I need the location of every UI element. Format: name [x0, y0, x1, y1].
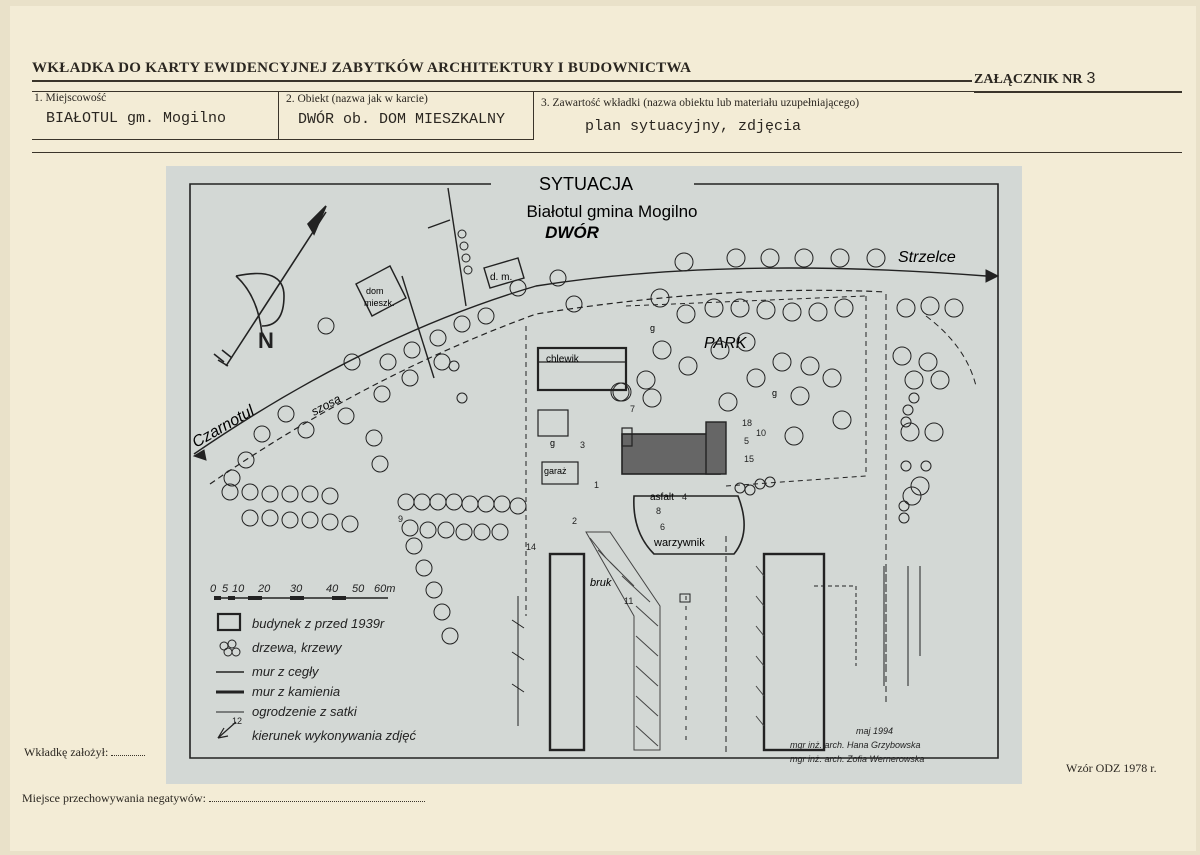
scale-tick: 0 [210, 583, 217, 595]
scale-bar: 0 5 10 20 30 40 50 60m [210, 583, 395, 600]
photo-number: 10 [756, 428, 766, 438]
site-plan-photo: SYTUACJA Białotul gmina Mogilno DWÓR N S… [166, 166, 1022, 784]
legend: budynek z przed 1939r drzewa, krzewy mur… [216, 612, 417, 743]
park-trees [610, 288, 964, 506]
label-dom-2: mieszk. [364, 298, 395, 308]
legend-item: drzewa, krzewy [252, 640, 343, 655]
photo-number: 15 [744, 454, 754, 464]
scale-tick: 30 [290, 583, 303, 595]
photo-number: 9 [398, 514, 403, 524]
paved-areas [585, 531, 765, 751]
annex-label: ZAŁĄCZNIK NR [974, 72, 1083, 87]
fields-bottom-rule [32, 152, 1182, 153]
label-warzywnik: warzywnik [653, 537, 705, 549]
field2-value: DWÓR ob. DOM MIESZKALNY [298, 111, 506, 128]
main-road [192, 267, 1000, 485]
label-dom-1: dom [366, 286, 384, 296]
signature-date: maj 1994 [856, 726, 893, 736]
photo-number: 2 [572, 516, 577, 526]
field1-value: BIAŁOTUL gm. Mogilno [46, 110, 227, 127]
photo-number: 11 [624, 596, 633, 606]
scale-tick: 5 [222, 583, 229, 595]
legend-trees-icon [219, 639, 241, 657]
form-pattern: Wzór ODZ 1978 r. [1066, 761, 1157, 775]
legend-item: kierunek wykonywania zdjęć [252, 728, 417, 743]
header-rule-right [974, 91, 1182, 93]
road-label-east: Strzelce [898, 249, 956, 266]
cell-divider-2 [533, 91, 534, 139]
scale-tick: 40 [326, 583, 339, 595]
cell-bottom-2 [278, 139, 534, 140]
legend-building-icon [216, 612, 242, 632]
label-dm: d. m. [490, 272, 512, 283]
plan-frame [189, 183, 999, 759]
field1-label: 1. Miejscowość [34, 92, 107, 104]
photo-number: 1 [594, 480, 599, 490]
founded-by-field[interactable] [111, 755, 146, 756]
north-arrow-icon: N [213, 205, 327, 367]
legend-item: mur z kamienia [252, 684, 340, 699]
cell-bottom-1 [32, 139, 280, 140]
trees-along-road [223, 248, 886, 487]
scale-tick: 20 [257, 583, 271, 595]
legend-photo-direction-icon [217, 721, 237, 739]
signature-author-2: mgr inż. arch. Zofia Wernerowska [790, 754, 924, 764]
label-g-3: g [772, 388, 777, 398]
field3-value: plan sytuacyjny, zdjęcia [585, 118, 802, 135]
label-bruk: bruk [590, 577, 612, 589]
founded-by: Wkładkę założył: [24, 745, 146, 760]
negative-storage: Miejsce przechowywania negatywów: [22, 791, 425, 806]
label-garaz: garaż [544, 466, 567, 476]
cell-divider-1 [278, 91, 279, 139]
photo-number: 4 [682, 492, 687, 502]
tree-rows-west [221, 483, 527, 645]
field3-label: 3. Zawartość wkładki (nazwa obiektu lub … [541, 97, 860, 109]
plan-subtitle-dwor: DWÓR [545, 223, 600, 242]
houses-north [355, 187, 525, 379]
header-rule-2 [32, 91, 974, 92]
photo-number: 5 [744, 436, 749, 446]
negative-storage-label: Miejsce przechowywania negatywów: [22, 791, 206, 805]
scale-tick: 60m [374, 583, 395, 595]
svg-text:N: N [258, 328, 274, 353]
scale-tick: 10 [232, 583, 245, 595]
founded-by-label: Wkładkę założył: [24, 745, 109, 759]
east-roads [511, 294, 977, 756]
scale-tick: 50 [352, 583, 365, 595]
field2-label: 2. Obiekt (nazwa jak w karcie) [286, 93, 428, 105]
plan-title: SYTUACJA [539, 174, 633, 194]
photo-number: 6 [660, 522, 665, 532]
photo-number: 8 [656, 506, 661, 516]
photo-number: 14 [526, 542, 536, 552]
photo-number: 3 [580, 440, 585, 450]
photo-number: 7 [630, 404, 635, 414]
photo-direction-numbers: 18 10 5 15 3 1 4 8 6 9 14 7 2 11 [398, 404, 766, 606]
photo-number: 18 [742, 418, 752, 428]
legend-item: mur z cegły [252, 664, 320, 679]
label-g-1: g [550, 438, 555, 448]
legend-arrow-number: 12 [232, 716, 242, 726]
label-asfalt: asfalt [650, 492, 674, 503]
signature-author-1: mgr inż. arch. Hana Grzybowska [790, 740, 921, 750]
form-title: WKŁADKA DO KARTY EWIDENCYJNEJ ZABYTKÓW A… [32, 60, 692, 76]
negative-storage-field[interactable] [208, 801, 425, 802]
annex-number-value: 3 [1086, 70, 1096, 87]
legend-item: budynek z przed 1939r [252, 616, 385, 631]
label-chlewik: chlewik [546, 354, 580, 365]
authors-signature: maj 1994 mgr inż. arch. Hana Grzybowska … [790, 726, 924, 764]
site-plan-drawing: SYTUACJA Białotul gmina Mogilno DWÓR N S… [189, 174, 1000, 764]
header-rule [32, 80, 972, 82]
shrubs [448, 229, 932, 524]
label-g-2: g [650, 323, 655, 333]
legend-item: ogrodzenie z satki [252, 704, 358, 719]
plan-subtitle: Białotul gmina Mogilno [526, 202, 697, 221]
road-label-west: Czarnotul [190, 402, 258, 451]
